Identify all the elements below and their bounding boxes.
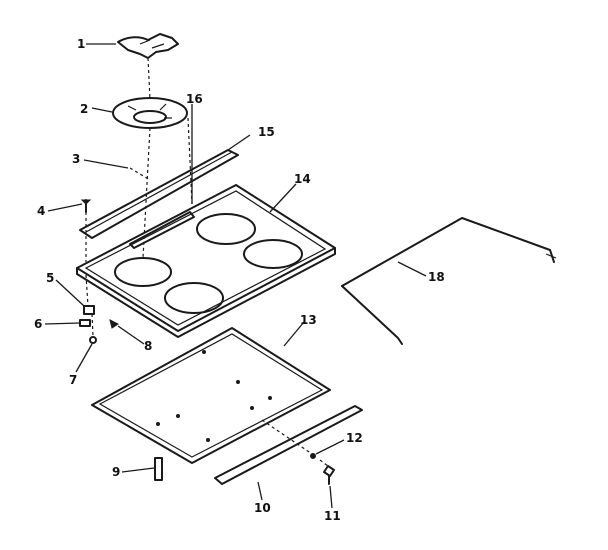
callout-4: 4 [37, 204, 45, 218]
callout-8: 8 [144, 339, 152, 353]
part-6-nut [79, 319, 91, 327]
part-4-screw [80, 199, 92, 213]
callout-2: 2 [80, 102, 88, 116]
callout-12: 12 [346, 431, 363, 445]
callout-10: 10 [254, 501, 271, 515]
part-9-bracket [154, 457, 163, 481]
part-13-burner-box [91, 327, 331, 464]
part-11-screw [323, 465, 335, 485]
part-2-burner-bowl [112, 97, 188, 129]
callout-16: 16 [186, 92, 203, 106]
part-8-screw [109, 319, 119, 329]
part-15-rear-trim [79, 149, 239, 249]
callout-18: 18 [428, 270, 445, 284]
part-1-knob-clip [117, 33, 179, 59]
callout-7: 7 [69, 373, 77, 387]
callout-1: 1 [77, 37, 85, 51]
callout-9: 9 [112, 465, 120, 479]
callout-3: 3 [72, 152, 80, 166]
callout-labels: 1 2 3 4 5 6 7 8 9 10 11 12 13 14 15 16 1… [34, 37, 445, 523]
part-12-clip [310, 453, 316, 459]
callout-5: 5 [46, 271, 54, 285]
part-18-support-rod [341, 217, 557, 345]
callout-6: 6 [34, 317, 42, 331]
part-10-front-trim [214, 405, 363, 485]
assembly-lines [85, 57, 329, 467]
callout-11: 11 [324, 509, 341, 523]
part-5-clip [83, 305, 95, 315]
callout-15: 15 [258, 125, 275, 139]
callout-13: 13 [300, 313, 317, 327]
part-14-cooktop [76, 184, 336, 338]
leader-lines [44, 43, 427, 509]
callout-14: 14 [294, 172, 311, 186]
part-7-washer [89, 336, 97, 344]
